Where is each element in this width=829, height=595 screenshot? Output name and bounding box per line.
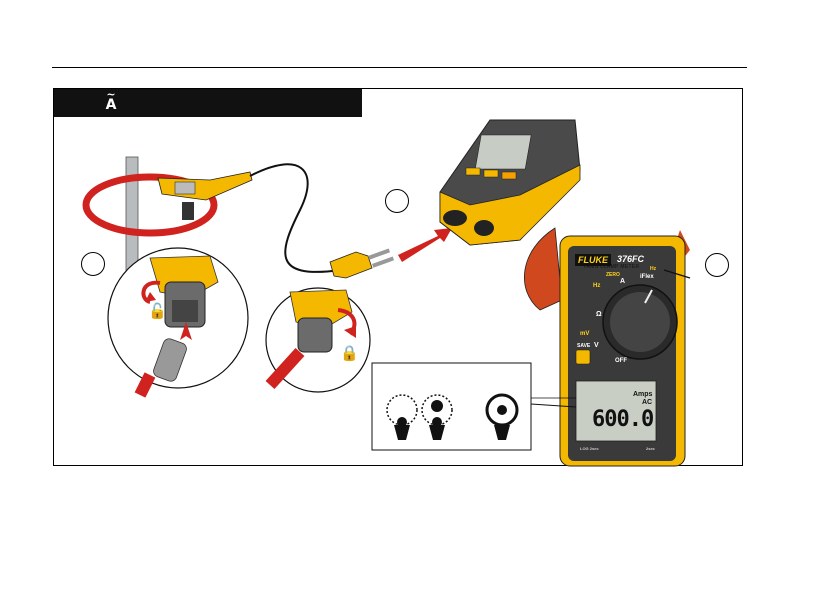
dial-iflex-label: iFlex xyxy=(640,274,654,280)
dial-hz-left-label: Hz xyxy=(593,283,600,289)
lcd-unit: Amps xyxy=(633,391,652,398)
probe-coupler xyxy=(182,202,194,220)
meter-subtitle: TRMS CLAMP METER xyxy=(583,264,639,270)
callout-2 xyxy=(385,189,409,213)
lock-icon: 🔒 xyxy=(340,344,359,362)
dial-hz-top-label: Hz xyxy=(650,266,656,272)
meter-model: 376FC xyxy=(617,254,644,264)
log-label: LOG 2sec xyxy=(580,446,599,451)
callout-1 xyxy=(81,252,105,276)
dial-mv-label: mV xyxy=(580,331,589,337)
dial-amps-label: A xyxy=(620,278,625,285)
dial-zero-label: ZERO xyxy=(606,272,620,278)
insert-arrow xyxy=(398,228,452,262)
backlight-label: 2sec xyxy=(646,446,655,451)
dial-off-label: OFF xyxy=(615,358,627,364)
callout-3 xyxy=(705,253,729,277)
position-inset-box xyxy=(372,363,531,450)
save-label: SAVE xyxy=(577,343,590,349)
probe-cable xyxy=(250,164,340,272)
probe-plug xyxy=(330,252,372,278)
unlock-icon: 🔓 xyxy=(148,302,167,320)
lcd-reading: 600.0 xyxy=(592,407,653,432)
dial-v-label: V xyxy=(594,342,599,349)
save-button xyxy=(576,350,590,364)
dial-ohm-label: Ω xyxy=(596,311,602,318)
clamp-jaw xyxy=(524,228,562,310)
lcd-mode: AC xyxy=(642,399,652,406)
